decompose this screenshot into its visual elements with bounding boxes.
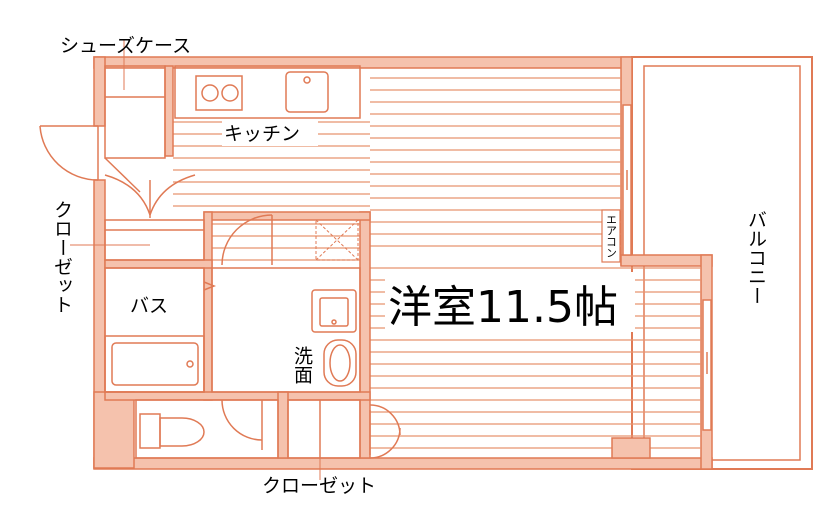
shoe-case [104,40,166,193]
windows [622,104,712,431]
closet-bottom-label: クローゼット [262,475,376,497]
aircon-box [601,209,621,263]
balcony-label: バルコニー [745,210,767,305]
kitchen-label-bg [222,120,318,146]
kitchen-counter [174,65,361,119]
aircon-label: エアコン [605,214,618,258]
closet-left [70,219,205,261]
vent-box [315,219,359,261]
inner-door [104,174,196,218]
kitchen-floor [173,77,621,261]
pillar [611,437,651,459]
shoes-case-label: シューズケース [60,35,191,57]
washroom-door [221,214,273,266]
entrance-door [39,125,99,181]
washroom-label-bg [290,340,320,388]
closet-bottom [287,399,401,480]
closet-left-label: クローゼット [51,200,73,314]
room-label-bg [385,272,635,332]
toilet [135,399,279,459]
kitchen-label: キッチン [224,123,300,145]
bath-label: バス [130,295,168,317]
washroom [211,267,361,393]
room-label: 洋室11.5帖 [388,282,618,333]
bath [104,267,217,393]
washroom-label: 洗面 [291,346,313,384]
